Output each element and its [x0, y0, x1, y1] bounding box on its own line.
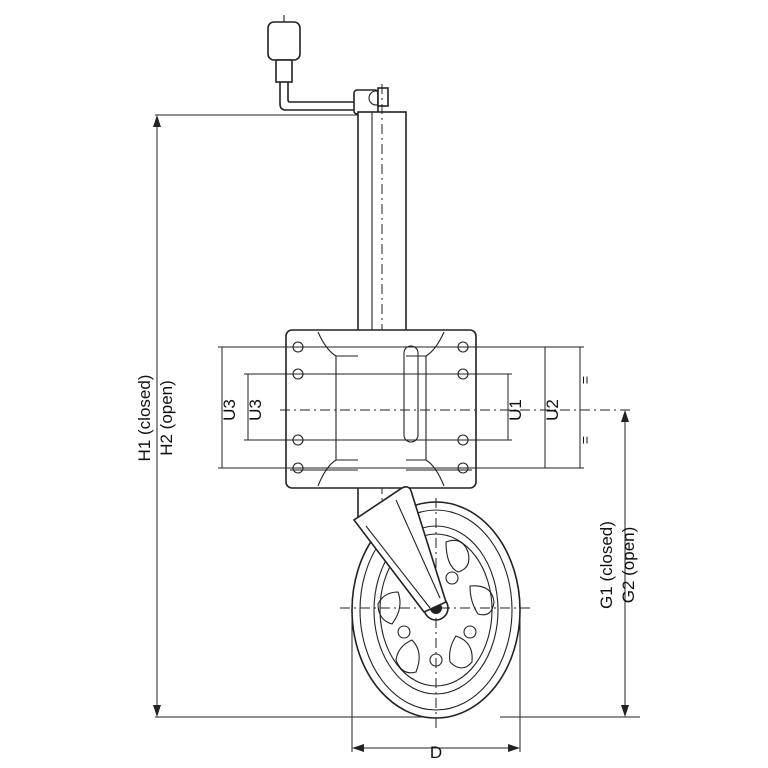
label-g2-open: G2 (open): [619, 527, 638, 604]
label-u1: U1: [506, 399, 525, 421]
label-u3-inner: U3: [246, 399, 265, 421]
dimension-d-line: [351, 610, 521, 752]
mounting-clamp: [285, 329, 477, 489]
equal-mark-bottom: =: [577, 436, 593, 444]
dimension-h-line: [153, 114, 430, 718]
label-h2-open: H2 (open): [157, 380, 176, 456]
label-g1-closed: G1 (closed): [597, 521, 616, 609]
label-h1-closed: H1 (closed): [135, 375, 154, 462]
clamp-dimension-lines: [218, 346, 630, 469]
label-u2: U2: [543, 399, 562, 421]
dimension-g-line: [500, 410, 640, 718]
label-u3-outer: U3: [220, 399, 239, 421]
equal-mark-top: =: [577, 376, 593, 384]
wheel-fork: [352, 486, 447, 613]
label-d: D: [430, 743, 442, 762]
crank-handle: [267, 15, 389, 115]
